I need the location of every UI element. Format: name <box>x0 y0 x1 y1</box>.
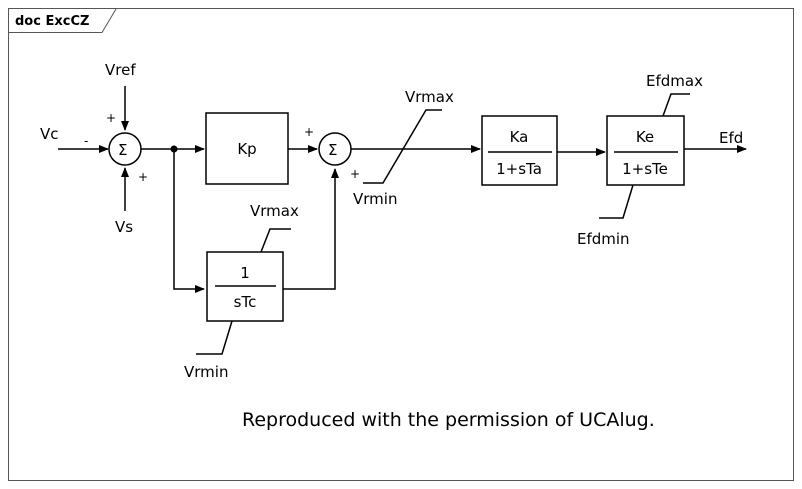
sum1-symbol: Σ <box>118 141 127 159</box>
sum2-top-sign: + <box>304 125 314 139</box>
vs-sign: + <box>138 170 148 184</box>
ke-numerator: Ke <box>636 128 654 146</box>
sum2-symbol: Σ <box>328 141 337 159</box>
frame-border <box>8 8 794 481</box>
efd-label: Efd <box>719 129 743 147</box>
integrator-upper-limit-mark <box>260 228 291 253</box>
integrator-numerator: 1 <box>240 264 250 282</box>
sum2-limiter-mark <box>363 109 442 184</box>
ke-denominator: 1+sTe <box>622 160 668 178</box>
sum2-upper-limit: Vrmax <box>405 88 454 106</box>
integrator-lower-limit: Vrmin <box>184 363 228 381</box>
ka-numerator: Ka <box>510 128 529 146</box>
block-diagram: doc ExcCZ <box>8 8 794 481</box>
frame-tab <box>8 8 117 33</box>
kp-label: Kp <box>237 140 256 158</box>
ke-upper-limit: Efdmax <box>646 72 703 90</box>
ke-lower-limit-mark <box>599 184 634 219</box>
integrator-lower-limit-mark <box>196 320 233 355</box>
sum2-lower-limit: Vrmin <box>353 190 397 208</box>
vref-sign: + <box>106 111 116 125</box>
vc-label: Vc <box>40 125 59 143</box>
vs-label: Vs <box>115 218 133 236</box>
ka-block <box>481 115 558 186</box>
permission-note: Reproduced with the permission of UCAlug… <box>242 409 655 431</box>
branch-point <box>170 145 178 153</box>
integrator-upper-limit: Vrmax <box>250 202 299 220</box>
integrator-to-sum2-line <box>283 168 339 290</box>
sum2-bottom-sign: + <box>350 167 360 181</box>
ke-block <box>606 115 685 186</box>
vref-label: Vref <box>105 61 136 79</box>
vc-sign: - <box>84 134 88 148</box>
integrator-denominator: sTc <box>234 293 257 311</box>
ke-upper-limit-mark <box>662 93 690 117</box>
ke-lower-limit: Efdmin <box>577 230 630 248</box>
branch-to-integrator-line <box>173 149 205 293</box>
ka-denominator: 1+sTa <box>496 160 542 178</box>
integrator-block <box>206 251 284 322</box>
diagram-frame: doc ExcCZ <box>8 8 794 481</box>
frame-title: doc ExcCZ <box>15 14 89 29</box>
